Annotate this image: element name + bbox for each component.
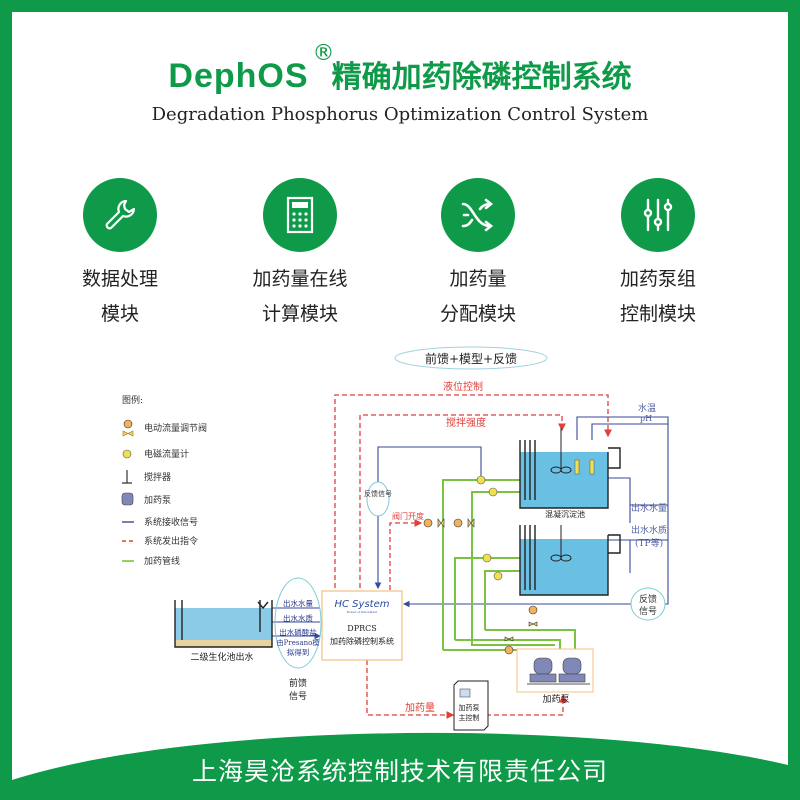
module-data-processing: 数据处理模块: [40, 178, 200, 332]
subtitle: Degradation Phosphorus Optimization Cont…: [151, 104, 649, 125]
outflow-volume-right: 出水水量: [631, 502, 667, 514]
dprcs-control-box: HC System Power of Innovation DPRCS 加药除磷…: [321, 590, 403, 661]
svg-text:反馈信号: 反馈信号: [364, 489, 392, 498]
svg-text:拟得到: 拟得到: [287, 647, 310, 657]
coagulation-tank-top: [519, 428, 621, 509]
svg-text:加药管线: 加药管线: [144, 555, 180, 567]
svg-text:Power of Innovation: Power of Innovation: [347, 610, 378, 614]
pumps-label: 加药泵: [542, 694, 569, 705]
calculator-icon: [263, 178, 337, 252]
wrench-icon: [83, 178, 157, 252]
level-control-label: 液位控制: [443, 380, 483, 393]
svg-text:电动流量调节阀: 电动流量调节阀: [144, 422, 207, 434]
sliders-icon: [621, 178, 695, 252]
pump-control-cabinet: 加药泵 主控制: [453, 680, 489, 731]
module-label: 加药量分配模块: [439, 268, 516, 325]
mixer-legend-icon: [122, 470, 132, 484]
tank-label: 混凝沉淀池: [545, 509, 585, 519]
registered-mark: ®: [312, 41, 335, 66]
svg-text:电磁流量计: 电磁流量计: [144, 448, 189, 460]
bio-tank-label: 二级生化池出水: [190, 651, 253, 663]
dosing-pumps: [516, 648, 594, 693]
module-pump-control: 加药泵组控制模块: [578, 178, 738, 332]
svg-text:系统发出指令: 系统发出指令: [144, 535, 198, 547]
svg-text:DPRCS: DPRCS: [347, 624, 376, 633]
svg-text:加药泵: 加药泵: [459, 703, 480, 712]
control-valves: [423, 518, 538, 655]
title-cn: 精确加药除磷控制系统: [331, 60, 632, 95]
bio-tank: [174, 600, 273, 648]
legend: 图例: 电动流量调节阀 电磁流量计 搅拌器 加药泵 系统接收信号 系统发出指令 …: [121, 394, 207, 567]
svg-text:反馈: 反馈: [639, 593, 657, 605]
svg-text:信号: 信号: [639, 605, 657, 617]
svg-text:HC System: HC System: [335, 599, 390, 610]
module-dosage-calc: 加药量在线计算模块: [220, 178, 380, 332]
valve-opening-label: 阀门开度: [392, 511, 424, 521]
flowmeters: [476, 475, 503, 581]
module-label: 数据处理模块: [81, 268, 158, 325]
ph-label: pH: [640, 414, 652, 423]
svg-text:主控制: 主控制: [459, 713, 480, 722]
feedback-signal-left: 反馈信号: [364, 481, 392, 517]
feedforward-signals: 出水水量 出水水质 出水磷酸盐 由Presano模 拟得到 前馈 信号: [274, 577, 322, 702]
company-name: 上海昊沧系统控制技术有限责任公司: [191, 757, 608, 786]
outflow-quality-note: (TP等): [635, 537, 663, 549]
outflow-quality-right: 出水水质: [631, 524, 667, 536]
pump-legend-icon: [121, 492, 134, 506]
svg-text:出水磷酸盐: 出水磷酸盐: [279, 627, 317, 637]
footer: 上海昊沧系统控制技术有限责任公司: [0, 720, 800, 800]
page-title: DephOS ® 精确加药除磷控制系统: [0, 41, 800, 96]
svg-text:信号: 信号: [289, 690, 307, 702]
svg-text:前馈+模型+反馈: 前馈+模型+反馈: [425, 351, 517, 366]
coagulation-tank-bottom: [519, 525, 621, 596]
flowmeter-legend-icon: [122, 449, 132, 459]
shuffle-icon: [441, 178, 515, 252]
module-label: 加药量在线计算模块: [252, 268, 348, 325]
svg-text:前馈: 前馈: [289, 677, 307, 689]
svg-text:系统接收信号: 系统接收信号: [144, 516, 198, 528]
svg-text:搅拌器: 搅拌器: [144, 471, 171, 483]
water-temp-label: 水温: [638, 402, 656, 414]
stir-intensity-label: 搅拌强度: [446, 416, 486, 429]
dosage-label: 加药量: [405, 702, 435, 714]
svg-text:出水水量: 出水水量: [283, 598, 313, 608]
footer-banner: [0, 720, 800, 800]
feedback-signal-right: 反馈 信号: [630, 587, 666, 621]
module-dosage-distribution: 加药量分配模块: [398, 178, 558, 332]
module-label: 加药泵组控制模块: [619, 268, 696, 325]
svg-text:出水水质: 出水水质: [283, 613, 313, 623]
svg-text:图例:: 图例:: [122, 394, 143, 406]
strategy-label: 前馈+模型+反馈: [394, 346, 548, 370]
svg-text:加药泵: 加药泵: [144, 495, 171, 506]
svg-text:加药除磷控制系统: 加药除磷控制系统: [330, 636, 394, 646]
brand-name: DephOS: [168, 57, 309, 95]
valve-legend-icon: [122, 419, 134, 437]
svg-text:由Presano模: 由Presano模: [277, 638, 320, 647]
